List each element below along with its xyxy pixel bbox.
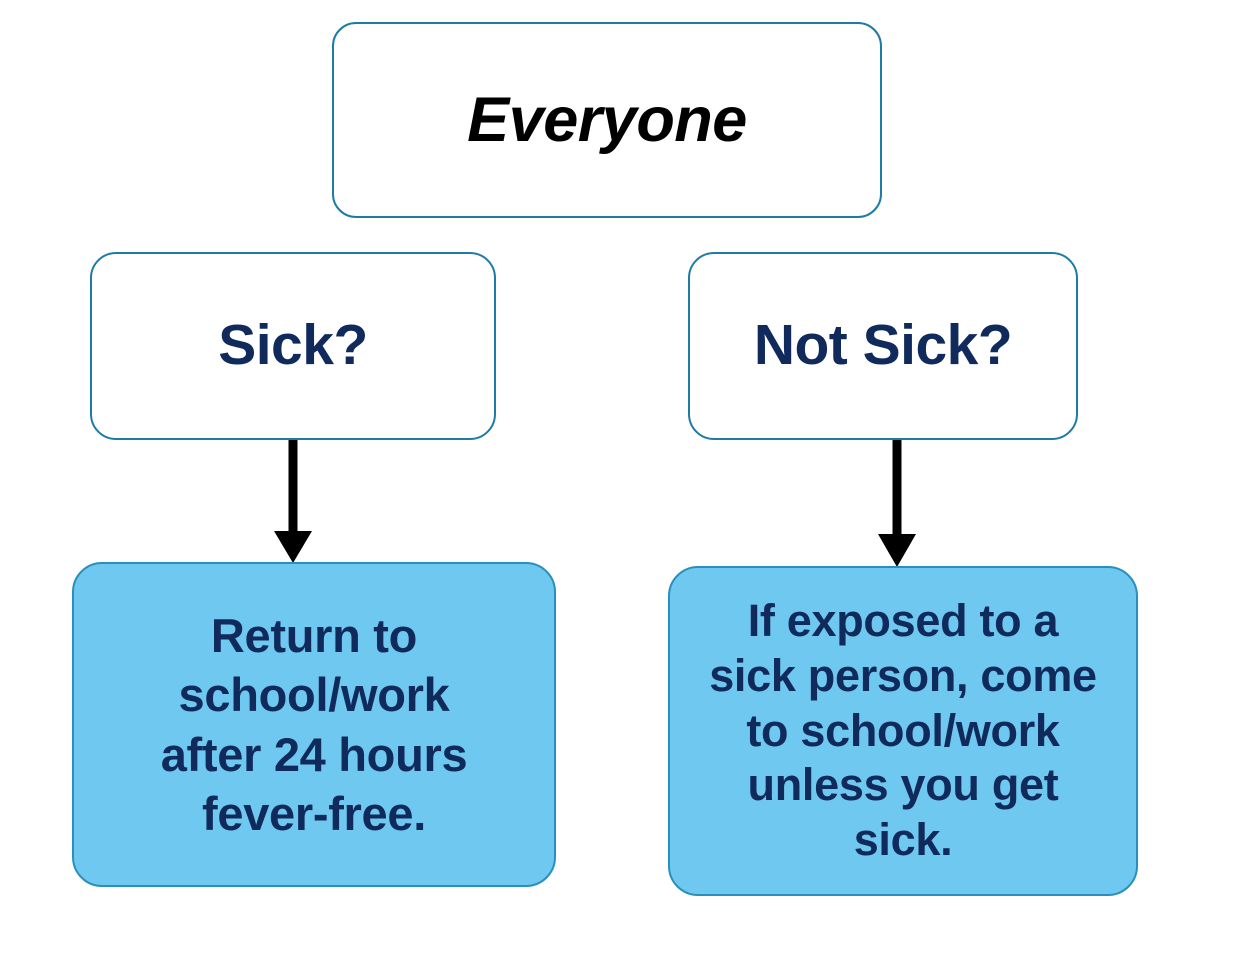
node-if-exposed: If exposed to a sick person, come to sch…	[668, 566, 1138, 896]
node-not-sick: Not Sick?	[688, 252, 1078, 440]
outcome-line: If exposed to a	[747, 594, 1059, 646]
node-sick-label: Sick?	[218, 313, 368, 378]
outcome-line: after 24 hours	[160, 727, 468, 781]
arrow-head	[878, 534, 916, 567]
outcome-line: Return to	[210, 609, 418, 663]
node-sick: Sick?	[90, 252, 496, 440]
outcome-line: fever-free.	[202, 786, 426, 840]
arrow-not-sick-to-exposed	[878, 440, 916, 567]
node-everyone-label: Everyone	[467, 84, 747, 155]
node-everyone: Everyone	[332, 22, 882, 218]
outcome-line: to school/work	[746, 704, 1060, 756]
outcome-line: school/work	[178, 668, 450, 722]
outcome-line: sick person, come	[709, 649, 1097, 701]
node-return-to-school: Return to school/work after 24 hours fev…	[72, 562, 556, 887]
arrow-head	[274, 531, 312, 563]
outcome-line: unless you get	[747, 759, 1059, 811]
outcome-line: sick.	[853, 814, 953, 866]
node-if-exposed-text: If exposed to a sick person, come to sch…	[709, 594, 1097, 868]
arrow-sick-to-return	[274, 440, 312, 563]
node-not-sick-label: Not Sick?	[753, 313, 1013, 378]
node-return-to-school-text: Return to school/work after 24 hours fev…	[161, 606, 468, 843]
